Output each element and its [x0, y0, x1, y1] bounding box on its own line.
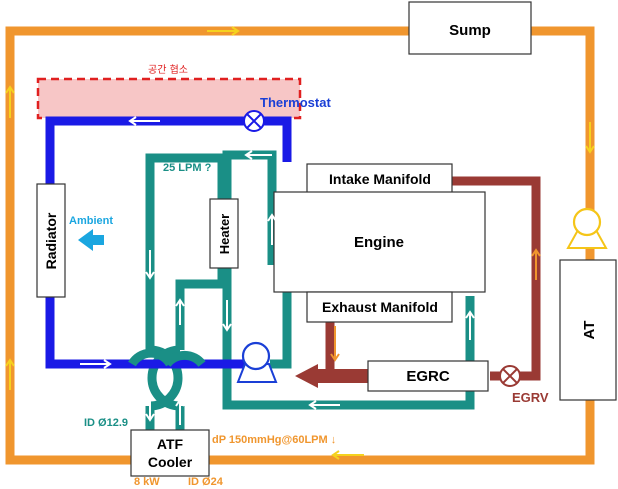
space-limit-label: 공간 협소 — [148, 63, 188, 76]
ambient-arrow-icon — [78, 229, 104, 251]
arrow-icon — [222, 300, 232, 332]
egrv-valve-icon — [499, 365, 521, 387]
engine-box: Engine — [273, 191, 486, 293]
arrow-icon — [267, 213, 277, 245]
thermostat-valve-icon — [243, 110, 265, 132]
outer-loop-arrows — [5, 26, 595, 460]
egr-outlet-arrow — [295, 364, 318, 388]
arrow-icon — [331, 450, 364, 460]
at-pump-icon — [566, 207, 608, 249]
arrow-icon — [145, 250, 155, 280]
atf-return-bend — [147, 345, 181, 411]
arrow-icon — [207, 26, 240, 36]
cooler-power-label: 8 kW — [134, 476, 160, 488]
radiator-label: Radiator — [43, 212, 59, 269]
egr-arrows — [330, 248, 541, 362]
arrow-icon — [175, 298, 185, 325]
heater-box: Heater — [209, 198, 239, 269]
arrow-icon — [308, 400, 340, 410]
at-box: AT — [559, 259, 617, 401]
return-line-pipe — [222, 268, 475, 410]
arrow-icon — [5, 358, 15, 390]
arrow-icon — [128, 116, 160, 126]
flow-rate-label: 25 LPM ? — [163, 162, 212, 174]
heater-label: Heater — [217, 214, 232, 254]
exhaust-manifold-label: Exhaust Manifold — [322, 299, 438, 315]
arrow-icon — [465, 310, 475, 340]
arrow-icon — [330, 326, 340, 362]
ambient-label: Ambient — [69, 215, 113, 227]
egrv-label: EGRV — [512, 390, 549, 405]
egrc-label: EGRC — [406, 368, 450, 385]
outer-diameter-label: ID Ø24 — [188, 476, 224, 488]
sump-box: Sump — [408, 1, 532, 55]
intake-manifold-label: Intake Manifold — [329, 171, 431, 187]
atf-cooler-box: ATF Cooler — [130, 429, 210, 477]
arrow-icon — [5, 85, 15, 118]
intake-manifold-box: Intake Manifold — [306, 163, 453, 195]
arrow-icon — [244, 150, 272, 160]
coolant-pump-icon — [236, 341, 278, 383]
egrc-box: EGRC — [367, 360, 489, 392]
flow-arrows — [5, 26, 595, 460]
heater-outlet-pipe — [175, 268, 227, 350]
radiator-box: Radiator — [36, 183, 66, 298]
arrow-icon — [175, 398, 185, 425]
engine-label: Engine — [354, 234, 404, 251]
pipe-arrows — [80, 116, 475, 425]
pressure-drop-label: dP 150mmHg@60LPM ↓ — [212, 434, 336, 446]
arrow-icon — [80, 359, 112, 369]
arrow-icon — [585, 122, 595, 154]
thermostat-label: Thermostat — [260, 95, 331, 110]
exhaust-manifold-box: Exhaust Manifold — [306, 291, 453, 323]
atf-cooler-label-1: ATF — [157, 436, 184, 452]
crossover-hop-2 — [163, 350, 206, 367]
egr-outlet-pipe — [316, 369, 370, 383]
pump-to-engine-pipe — [270, 290, 292, 369]
arrow-icon — [531, 248, 541, 280]
at-label: AT — [581, 321, 598, 340]
atf-cooler-label-2: Cooler — [148, 454, 193, 470]
arrow-icon — [145, 395, 155, 422]
inner-diameter-label: ID Ø12.9 — [84, 417, 128, 429]
sump-label: Sump — [449, 22, 491, 39]
